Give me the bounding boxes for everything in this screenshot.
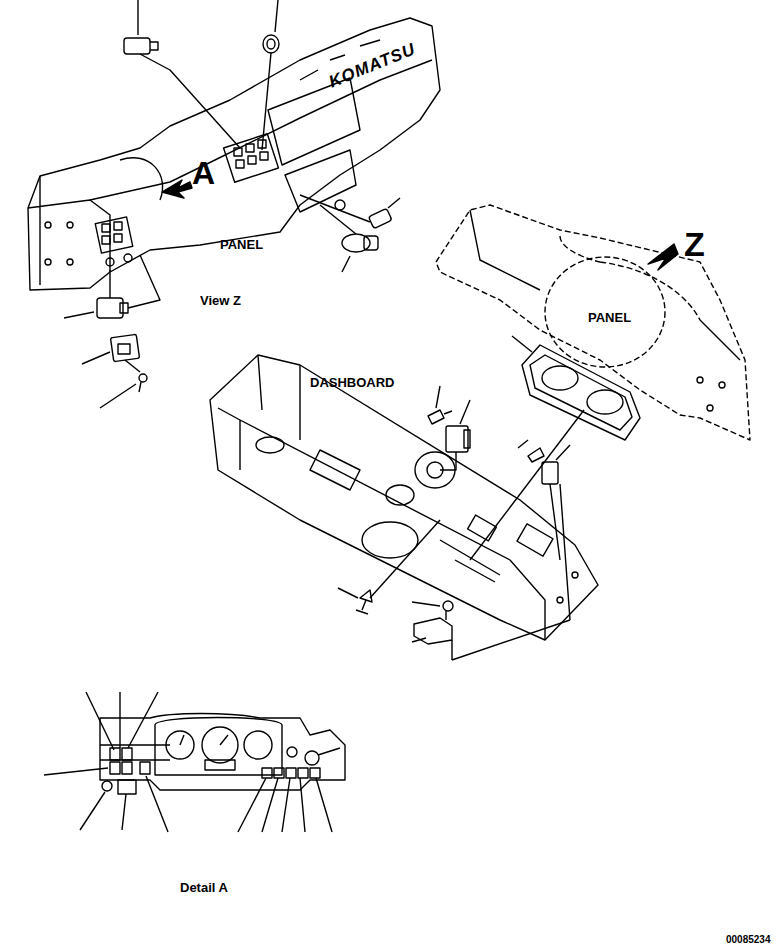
dashboard-frame [210,355,598,640]
part-label: PANEL [220,238,263,252]
view-title: View Z [200,294,241,308]
part-label: PANEL [588,311,631,325]
right-panel [436,205,750,440]
part-label: DASHBOARD [310,376,395,390]
view-arrow [162,180,192,198]
switch-parts [64,0,400,408]
detail-view [44,692,345,832]
figure-number: 00085234 [726,934,771,945]
view-title: Detail A [180,881,228,895]
view-letter: A [192,156,215,191]
view-letter: Z [684,226,705,263]
fastener-parts [338,386,570,660]
upper-panel [28,18,440,290]
